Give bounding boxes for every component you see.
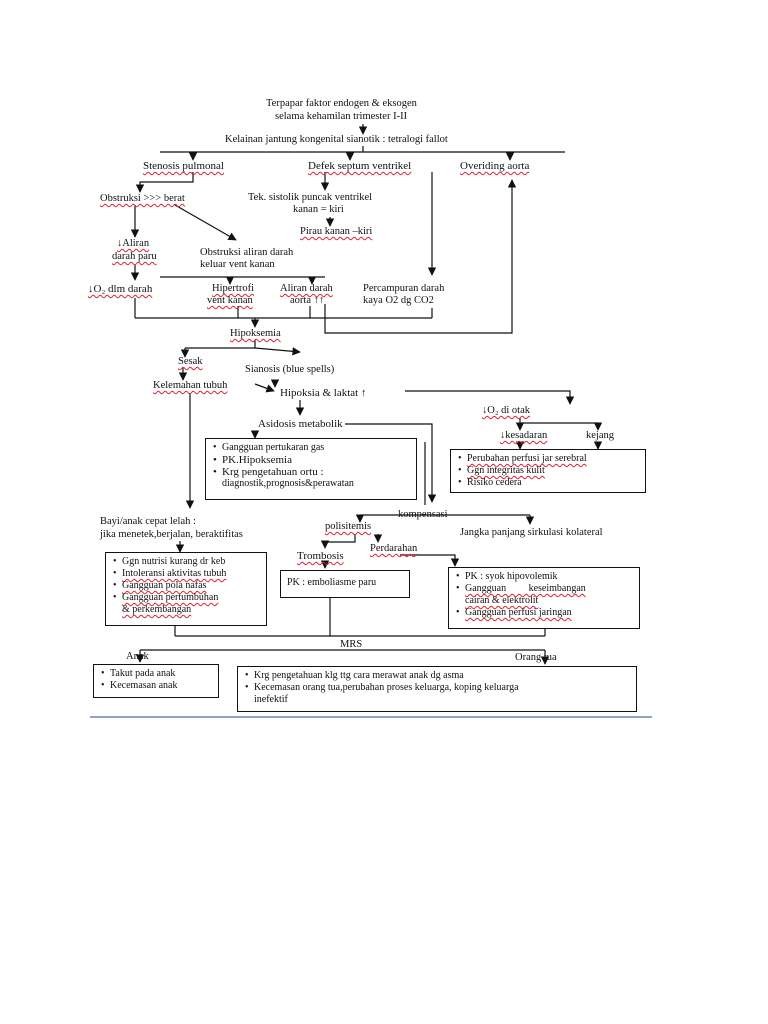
node-exposure-line2: selama kehamilan trimester I-II [275, 111, 408, 122]
box3-item: Ggn nutrisi kurang dr keb [113, 556, 260, 568]
node-aliran-aorta-2: aorta ↑↑ [290, 295, 325, 306]
node-jangka-panjang: Jangka panjang sirkulasi kolateral [460, 527, 603, 538]
box1-item: Krg pengetahuan ortu : [213, 466, 410, 478]
box-emboli: PK : emboliasme paru [280, 570, 410, 598]
edge-obstr-obal [174, 204, 237, 241]
edge-hipoks-split [185, 340, 256, 349]
node-perdarahan: Perdarahan [370, 543, 418, 554]
node-percampuran-1: Percampuran darah [363, 283, 445, 294]
box4-item: PK : emboliasme paru [287, 577, 377, 588]
node-hipertrofi-2: vent kanan [207, 295, 253, 306]
edge-kelem-hipolak [254, 383, 275, 393]
edge-aal-over [324, 179, 517, 334]
box-gangguan-pertukaran: Gangguan pertukaran gas PK.Hipoksemia Kr… [205, 438, 417, 500]
edge-hipolak-otak [405, 390, 575, 405]
node-kesadaran: ↓kesadaran [500, 430, 548, 441]
node-defek-septum: Defek septum ventrikel [308, 160, 412, 172]
box1-item: Gangguan pertukaran gas [213, 442, 410, 454]
node-tek-sistolik-1: Tek. sistolik puncak ventrikel [248, 192, 373, 203]
node-aliran-aorta-1: Aliran darah [280, 283, 333, 294]
node-overriding-aorta: Overiding aorta [460, 160, 530, 172]
node-aliran-paru-2: darah paru [112, 251, 157, 262]
box-nutrisi: Ggn nutrisi kurang dr keb Intoleransi ak… [105, 552, 267, 626]
node-exposure-line1: Terpapar faktor endogen & eksogen [266, 98, 417, 109]
node-pirau: Pirau kanan –kiri [300, 226, 373, 237]
box5-item: PK : syok hipovolemik [456, 571, 633, 583]
node-kelemahan-tubuh: Kelemahan tubuh [153, 380, 228, 391]
node-obstruksi-berat: Obstruksi >>> berat [100, 193, 185, 204]
node-bayi-lelah-2: jika menetek,berjalan, beraktifitas [100, 529, 243, 540]
node-orang-tua: Orang tua [515, 652, 557, 663]
box6-item: Kecemasan anak [101, 680, 212, 692]
node-asidosis: Asidosis metabolik [258, 418, 343, 430]
edge-polis-split [320, 534, 356, 549]
box7-item-cont: inefektif [254, 694, 288, 705]
node-hipoksemia: Hipoksemia [230, 328, 281, 339]
node-trombosis: Trombosis [297, 550, 344, 562]
edge-asid-right [345, 423, 437, 503]
box1-item: PK.Hipoksemia [213, 454, 410, 466]
node-kejang: kejang [586, 430, 614, 441]
box3-item: Gangguan pertumbuhan [113, 592, 260, 604]
node-polisitemis: polisitemis [325, 521, 372, 532]
node-o2-otak: ↓O₂ di otak [482, 405, 530, 416]
box1-item-cont: diagnostik,prognosis&perawatan [222, 478, 354, 489]
node-aliran-paru-1: ↓Aliran [117, 238, 150, 249]
node-obstruksi-aliran-1: Obstruksi aliran darah [200, 247, 294, 258]
edge-hipoks-sian [254, 347, 301, 356]
node-stenosis-pulmonal: Stenosis pulmonal [143, 160, 224, 172]
node-kompensasi: kompensasi [398, 509, 448, 520]
box-orang-tua: Krg pengetahuan klg ttg cara merawat ana… [237, 666, 637, 712]
box5-item: Gangguan perfusi jaringan [456, 607, 633, 619]
node-obstruksi-aliran-2: keluar vent kanan [200, 259, 275, 270]
node-tek-sistolik-2: kanan = kiri [293, 204, 344, 215]
box2-item: Risiko cedera [458, 477, 639, 489]
box7-item: Kecemasan orang tua,perubahan proses kel… [245, 682, 630, 694]
node-sianosis: Sianosis (blue spells) [245, 364, 335, 375]
box5-item: Gangguan keseimbangan [456, 583, 633, 595]
box3-item: Intoleransi aktivitas tubuh [113, 568, 260, 580]
box5-item-cont: cairan & elektrolit [465, 595, 539, 606]
box2-item: Perubahan perfusi jar serebral [458, 453, 639, 465]
node-o2-darah: ↓O₂ dlm darah [88, 283, 153, 295]
node-percampuran-2: kaya O2 dg CO2 [363, 295, 434, 306]
box-anak: Takut pada anak Kecemasan anak [93, 664, 219, 698]
box3-item: Gangguan pola nafas [113, 580, 260, 592]
node-anak: Anak [126, 651, 149, 662]
box3-item-cont: & perkembangan [122, 604, 192, 615]
node-hipoksia-laktat: Hipoksia & laktat ↑ [280, 387, 367, 399]
node-tetralogy-fallot: Kelainan jantung kongenital sianotik : t… [225, 134, 448, 145]
node-sesak: Sesak [178, 356, 203, 367]
node-hipertrofi-1: Hipertrofi [212, 283, 254, 294]
node-bayi-lelah-1: Bayi/anak cepat lelah : [100, 516, 196, 527]
box7-item: Krg pengetahuan klg ttg cara merawat ana… [245, 670, 630, 682]
box6-item: Takut pada anak [101, 668, 212, 680]
box2-item: Ggn integritas kulit [458, 465, 639, 477]
box-perfusi-serebral: Perubahan perfusi jar serebral Ggn integ… [450, 449, 646, 493]
edge-sten-obstr [135, 172, 194, 193]
edge-perdar-b5 [400, 554, 460, 567]
edge-otak-split [519, 418, 598, 424]
box-syok: PK : syok hipovolemik Gangguan keseimban… [448, 567, 640, 629]
node-mrs: MRS [340, 639, 363, 650]
